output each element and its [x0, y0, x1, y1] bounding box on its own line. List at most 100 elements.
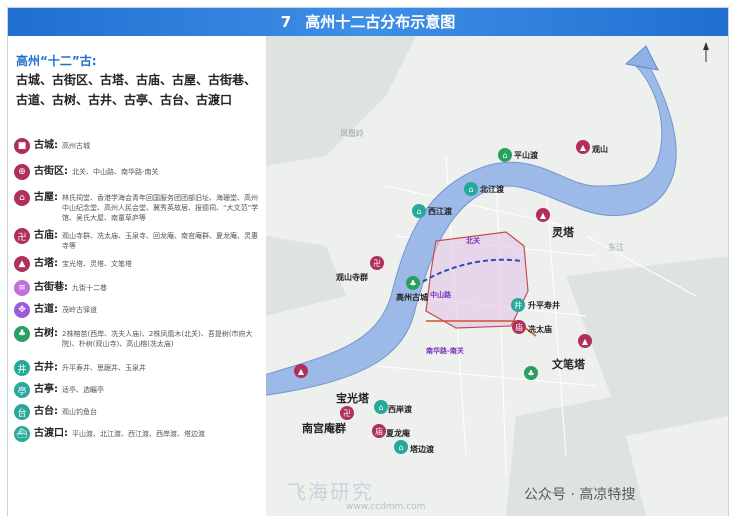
tree-icon: ♣ — [14, 326, 30, 342]
label-fenghuang: 凤凰岭 — [340, 129, 364, 138]
terrace-icon: 台 — [14, 404, 30, 420]
legend-item: ⛴ 古渡口: 平山渡、北江渡、西江渡、西岸渡、塔边渡 — [14, 426, 264, 442]
pavilion-icon: 亭 — [14, 382, 30, 398]
legend-desc: 茂岭古驿道 — [62, 306, 97, 314]
legend-item: ⌂ 古屋: 林氏祠堂、香港学海会青年回国服务团团部旧址、海珊堂、高州中山纪念堂、高州… — [14, 190, 264, 223]
twelve-list: 古城、古街区、古塔、古庙、古屋、古街巷、古道、古树、古井、古亭、古台、古渡口 — [16, 73, 257, 107]
legend-desc: 北关、中山路、南华路-南关 — [72, 168, 159, 176]
river-arrow-head — [624, 45, 659, 71]
label-taibian: 塔边渡 — [410, 445, 434, 454]
pagoda-icon[interactable]: ▲ — [536, 208, 550, 222]
legend-desc: 高州古城 — [62, 142, 90, 150]
label-guanshansi: 观山寺群 — [336, 273, 368, 282]
legend-desc: 适亭、选瞩亭 — [62, 386, 104, 394]
label-xiantai: 冼太庙 — [528, 325, 552, 334]
legend-item: ■ 古城: 高州古城 — [14, 138, 264, 154]
alley-icon: ≡ — [14, 280, 30, 296]
street-icon: ⊕ — [14, 164, 30, 180]
temple-icon[interactable]: 庙 — [372, 424, 386, 438]
legend-name: 古台: — [34, 406, 58, 417]
pagoda-icon: ▲ — [14, 256, 30, 272]
legend-item: 井古井: 升平寿井、思踞井、玉泉井 — [14, 360, 264, 376]
legend-name: 古亭: — [34, 384, 58, 395]
label-nanguan: 南华路-南关 — [426, 347, 464, 355]
ferry-icon[interactable]: ⌂ — [498, 148, 512, 162]
ancient-road-line — [415, 258, 522, 287]
ferry-icon[interactable]: ⌂ — [412, 204, 426, 218]
ancient-city-area — [425, 231, 529, 329]
label-dongjiang: 东江 — [608, 243, 624, 252]
label-lingta: 灵塔 — [552, 226, 574, 239]
temple-icon: 卍 — [14, 228, 30, 244]
legend-name: 古街区: — [34, 166, 68, 177]
well-icon: 井 — [14, 360, 30, 376]
legend-item: ▲ 古塔: 宝光塔、灵塔、文笔塔 — [14, 256, 264, 272]
legend-desc: 升平寿井、思踞井、玉泉井 — [62, 364, 146, 372]
legend-desc: 观山寺群、冼太庙、玉泉寺、回龙庵、南宫庵群、夏龙庵、灵惠寺等 — [62, 232, 258, 250]
legend-item: 亭古亭: 适亭、选瞩亭 — [14, 382, 264, 398]
label-beiguan: 北关 — [466, 237, 480, 245]
twelve-heading: 高州“十二”古: — [16, 54, 97, 68]
label-xijiang: 西江渡 — [428, 207, 452, 216]
ferry-icon[interactable]: ⌂ — [394, 440, 408, 454]
compass — [703, 42, 709, 62]
legend-desc: 九街十二巷 — [72, 284, 107, 292]
label-nangong: 南宫庵群 — [302, 422, 346, 435]
temple-icon[interactable]: 庙 — [512, 320, 526, 334]
legend-item: ≡ 古街巷: 九街十二巷 — [14, 280, 264, 296]
legend-name: 古树: — [34, 328, 58, 339]
ferry-icon: ⛴ — [14, 426, 30, 442]
legend-item: ✥ 古道: 茂岭古驿道 — [14, 302, 264, 318]
page-title: 高州十二古分布示意图 — [305, 13, 456, 31]
watermark-url: www.ccdmm.com — [346, 502, 426, 512]
legend-name: 古渡口: — [34, 428, 68, 439]
legend-item: ⊕ 古街区: 北关、中山路、南华路-南关 — [14, 164, 264, 180]
legend-name: 古城: — [34, 140, 58, 151]
label-beijiang: 北江渡 — [480, 185, 504, 194]
legend-item: 卍古庙: 观山寺群、冼太庙、玉泉寺、回龙庵、南宫庵群、夏龙庵、灵惠寺等 — [14, 228, 264, 251]
label-xiaolong: 夏龙庵 — [386, 429, 410, 438]
label-pingshan: 平山渡 — [514, 151, 538, 160]
legend-name: 古屋: — [34, 192, 58, 203]
legend-desc: 平山渡、北江渡、西江渡、西岸渡、塔边渡 — [72, 430, 205, 438]
legend-name: 古塔: — [34, 258, 58, 269]
tree-icon[interactable]: ♣ — [406, 276, 420, 290]
wall-icon: ■ — [14, 138, 30, 154]
legend-name: 古庙: — [34, 230, 58, 241]
well-icon[interactable]: 井 — [511, 298, 525, 312]
pagoda-icon[interactable]: ▲ — [294, 364, 308, 378]
watermark-wechat: 公众号 · 高凉特搜 — [524, 487, 636, 503]
legend-item: ♣ 古树: 2株榕苗(西岸、冼夫人庙)、2株凤凰木(北关)、吾提树(市府大院)、朴树… — [14, 326, 264, 349]
label-baoguang: 宝光塔 — [336, 392, 369, 405]
label-guanshan: 观山 — [592, 145, 608, 154]
watermark-logo: 飞海研究 — [286, 480, 374, 504]
road-icon: ✥ — [14, 302, 30, 318]
label-gaozhou: 高州古城 — [396, 293, 428, 302]
terrain-patches — [266, 36, 728, 516]
legend-panel: 高州“十二”古: 古城、古街区、古塔、古庙、古屋、古街巷、古道、古树、古井、古亭… — [8, 36, 266, 516]
temple-icon[interactable]: 卍 — [370, 256, 384, 270]
pagoda-icon[interactable]: ▲ — [578, 334, 592, 348]
temple-icon[interactable]: 卍 — [340, 406, 354, 420]
title-bar: 7 高州十二古分布示意图 — [8, 8, 728, 36]
legend-name: 古道: — [34, 304, 58, 315]
temple-icon[interactable]: ▲ — [576, 140, 590, 154]
house-icon: ⌂ — [14, 190, 30, 206]
tree-icon[interactable]: ♣ — [524, 366, 538, 380]
legend-desc: 观山钓鱼台 — [62, 408, 97, 416]
ferry-icon[interactable]: ⌂ — [374, 400, 388, 414]
legend-desc: 2株榕苗(西岸、冼夫人庙)、2株凤凰木(北关)、吾提树(市府大院)、朴树(观山寺… — [62, 330, 253, 348]
legend-name: 古街巷: — [34, 282, 68, 293]
label-xian: 西岸渡 — [388, 405, 412, 414]
label-zhongshan: 中山路 — [430, 291, 451, 299]
map-area: 凤凰岭 东江 ⌂ 平山渡 ▲ 观山 ⌂ 北江渡 ⌂ 西江渡 ▲ 灵塔 卍 观山寺… — [266, 36, 728, 516]
label-shengping: 升平寿井 — [528, 301, 560, 310]
legend-name: 古井: — [34, 362, 58, 373]
legend-desc: 宝光塔、灵塔、文笔塔 — [62, 260, 132, 268]
map-canvas — [266, 36, 728, 516]
label-wenbi: 文笔塔 — [552, 358, 585, 371]
title-number: 7 — [280, 13, 292, 31]
ferry-icon[interactable]: ⌂ — [464, 182, 478, 196]
legend-desc: 林氏祠堂、香港学海会青年回国服务团团部旧址、海珊堂、高州中山纪念堂、高州人民会堂… — [62, 194, 259, 222]
legend-item: 台古台: 观山钓鱼台 — [14, 404, 264, 420]
